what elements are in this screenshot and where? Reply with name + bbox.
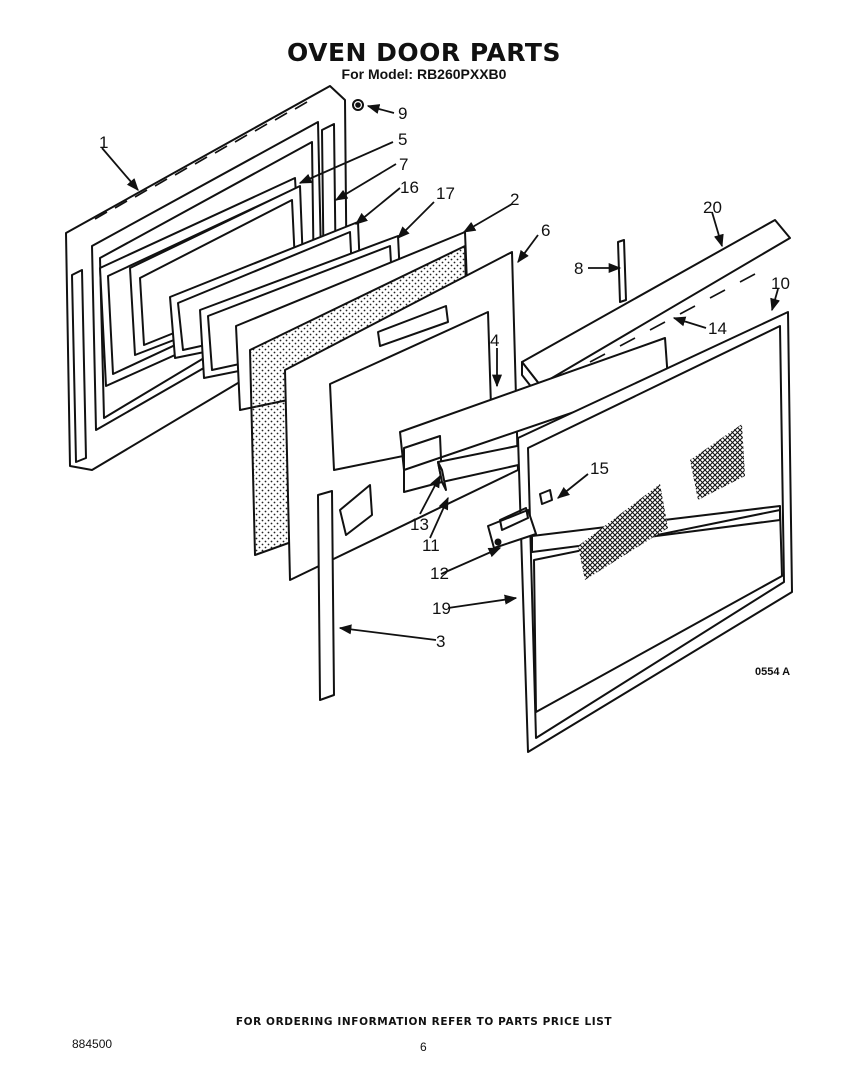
model-subtitle: For Model: RB260PXXB0: [341, 66, 507, 82]
callout-12: 12: [430, 564, 449, 583]
door-hinge: [487, 507, 537, 549]
leader-lines: [101, 104, 780, 641]
figure-code: 0554 A: [755, 666, 790, 678]
callout-7: 7: [399, 155, 408, 174]
door-baffle: [284, 251, 519, 581]
callout-10: 10: [771, 274, 790, 293]
callout-4: 4: [490, 331, 499, 350]
page-number: 6: [420, 1040, 427, 1054]
callout-labels: 1 9 5 7 16 17 2 6 20 8 10 14 4 15 13 11 …: [99, 104, 790, 651]
callout-9: 9: [398, 104, 407, 123]
latch-bracket: [617, 239, 627, 303]
ordering-note: FOR ORDERING INFORMATION REFER TO PARTS …: [235, 1016, 613, 1028]
callout-14: 14: [708, 319, 727, 338]
callout-8: 8: [574, 259, 583, 278]
callout-13: 13: [410, 515, 429, 534]
door-side-trim: [317, 490, 335, 701]
callout-1: 1: [99, 133, 108, 152]
callout-6: 6: [541, 221, 550, 240]
callout-3: 3: [436, 632, 445, 651]
hinge-receiver: [539, 489, 553, 505]
callout-19: 19: [432, 599, 451, 618]
callout-5: 5: [398, 130, 407, 149]
callout-17: 17: [436, 184, 455, 203]
page-title: OVEN DOOR PARTS: [287, 38, 561, 67]
document-number: 884500: [72, 1037, 113, 1051]
callout-2: 2: [510, 190, 519, 209]
screw: [352, 99, 364, 111]
callout-11: 11: [422, 536, 440, 555]
outer-door-panel: [517, 311, 793, 753]
callout-16: 16: [400, 178, 419, 197]
callout-20: 20: [703, 198, 722, 217]
callout-15: 15: [590, 459, 609, 478]
